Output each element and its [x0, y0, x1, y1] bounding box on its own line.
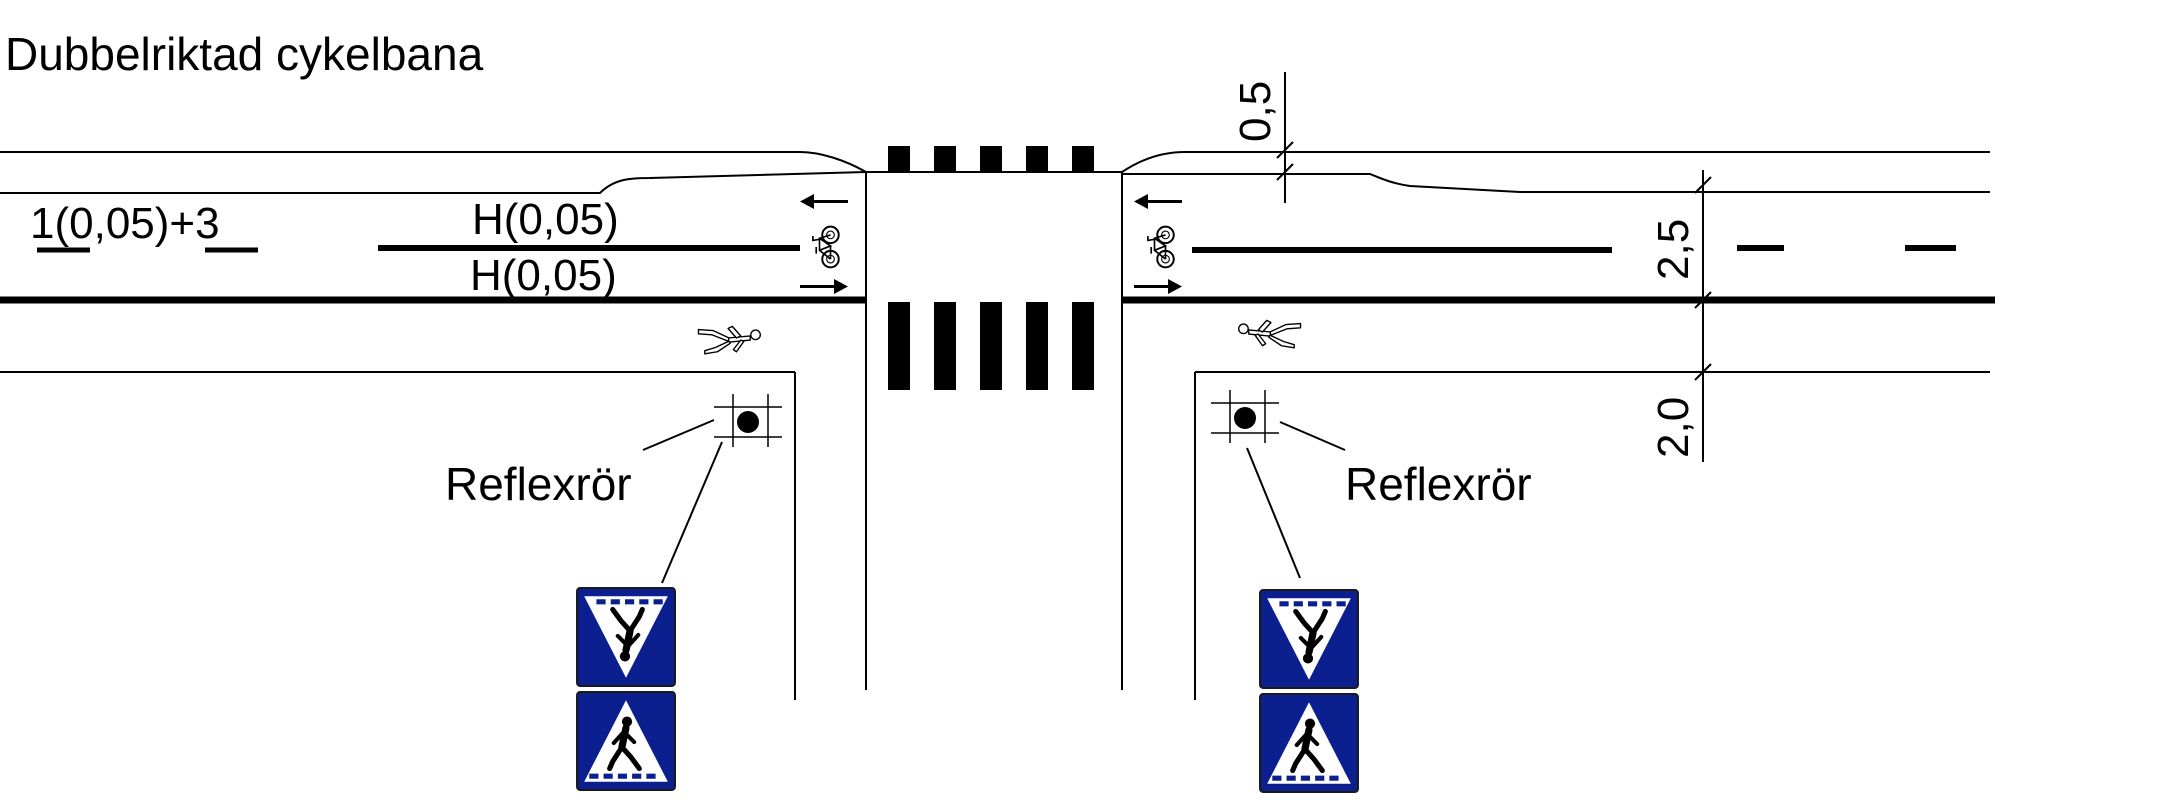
- marking-label-left: 1(0,05)+3: [30, 199, 220, 248]
- marking-label-top: H(0,05): [472, 195, 619, 244]
- pedestrian-crossing-sign-left: [577, 588, 675, 790]
- bicycle-symbol-icon: [811, 225, 840, 269]
- pedestrian-crossing-sign-icon: [1260, 694, 1358, 792]
- pedestrian-crossing-sign-icon: [577, 692, 675, 790]
- dimension-label-middle: 2,5: [1649, 219, 1698, 280]
- callout-label-left: Reflexrör: [445, 458, 632, 510]
- diagram-title: Dubbelriktad cykelbana: [5, 28, 484, 80]
- dimension-lines: [1276, 72, 1712, 462]
- zebra-crossing-top: [888, 146, 1094, 172]
- pedestrian-crossing-sign-right: [1260, 590, 1358, 792]
- callout-leaders: [642, 419, 1346, 584]
- dimension-label-top: 0,5: [1231, 81, 1280, 142]
- reflector-post-icon: [1210, 389, 1280, 444]
- centre-lines: [37, 245, 1956, 253]
- callout-label-right: Reflexrör: [1345, 458, 1532, 510]
- dimension-label-bottom: 2,0: [1649, 397, 1698, 458]
- pedestrian-symbol-icon: [1237, 319, 1302, 349]
- reflector-post-icon: [713, 393, 783, 448]
- direction-arrow-icon: [800, 194, 1182, 294]
- bicycle-symbol-icon: [1146, 225, 1175, 269]
- pedestrian-crossing-sign-icon: [577, 588, 675, 686]
- pedestrian-crossing-sign-icon: [1260, 590, 1358, 688]
- zebra-crossing-bottom: [888, 302, 1094, 390]
- marking-label-bottom: H(0,05): [470, 251, 617, 300]
- pedestrian-symbol-icon: [697, 325, 762, 355]
